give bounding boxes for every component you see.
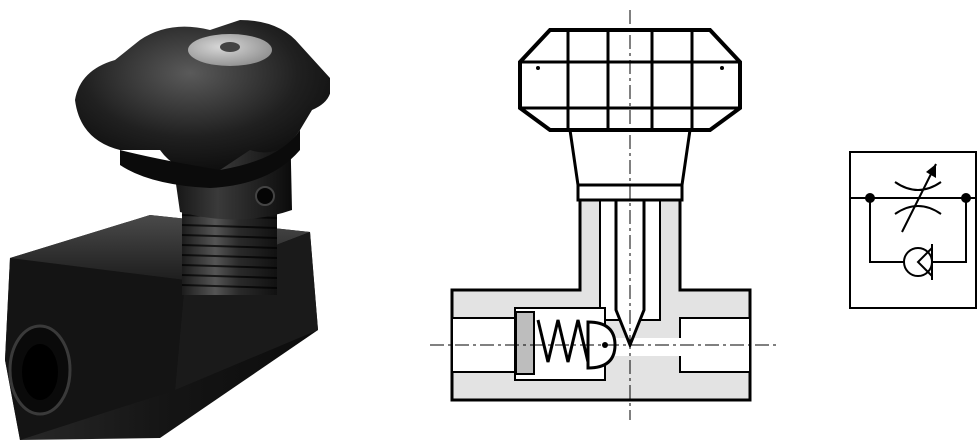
needle-valve-photo-icon <box>5 20 330 440</box>
symbol-frame <box>849 151 977 309</box>
centerlines <box>430 10 780 420</box>
needle-valve-cross-section-icon <box>430 10 780 420</box>
adjust-arrow <box>901 163 937 233</box>
spring <box>536 319 590 363</box>
cross-section-drawing <box>420 0 790 446</box>
thread-neck <box>182 205 277 295</box>
throttle-check-valve-symbol-icon <box>849 151 977 309</box>
valve-photo <box>0 0 330 446</box>
hydraulic-symbol <box>840 0 978 446</box>
throttle-orifice <box>894 181 942 191</box>
